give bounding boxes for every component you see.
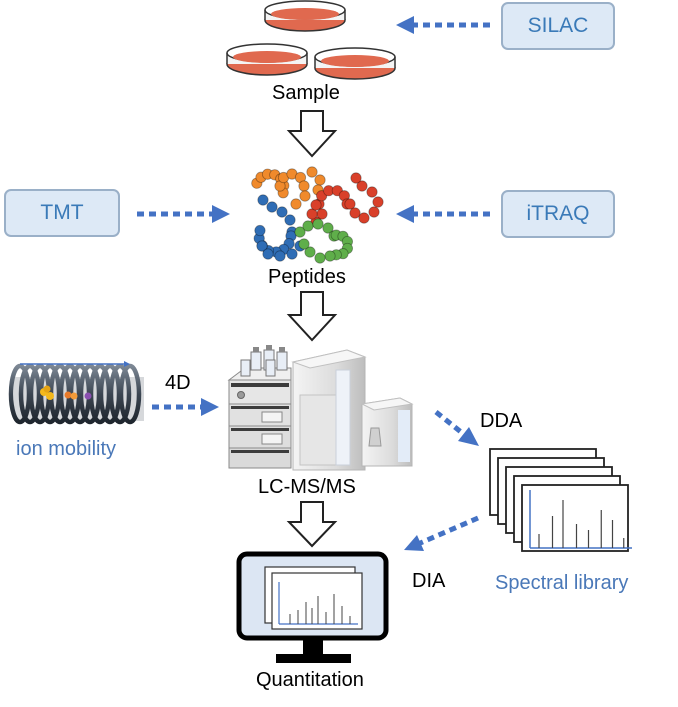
dia-label: DIA — [412, 570, 446, 592]
down-arrow-3 — [286, 501, 338, 548]
peptides-label: Peptides — [268, 266, 346, 288]
dda-label: DDA — [480, 410, 523, 432]
quantitation-label: Quantitation — [256, 669, 364, 691]
silac-label: SILAC — [527, 14, 589, 37]
green-peptide-chain — [294, 218, 353, 264]
spectrum-card — [521, 484, 629, 552]
lcms-label: LC-MS/MS — [258, 476, 356, 498]
red-peptide-chain — [306, 172, 384, 228]
peptide-chains-icon — [251, 166, 384, 264]
coil-ring — [118, 363, 142, 425]
lc-ms-instrument-icon — [227, 345, 414, 471]
petri-dish-right — [314, 47, 396, 80]
down-arrow-1 — [286, 110, 338, 158]
down-arrow-2 — [286, 291, 338, 342]
ion-mobility-coil-icon — [8, 361, 144, 425]
orange-peptide-chain — [251, 166, 326, 210]
itraq-box: iTRAQ — [501, 190, 615, 238]
lc-stack — [227, 345, 292, 469]
petri-dish-icon — [226, 0, 396, 80]
tmt-box: TMT — [4, 189, 120, 237]
tmt-label: TMT — [40, 201, 84, 224]
ion-mobility-label: ion mobility — [16, 438, 117, 460]
four-d-label: 4D — [165, 372, 191, 394]
dotted-arrows — [137, 16, 490, 551]
blue-peptide-chain — [253, 194, 306, 262]
spectral-library-label: Spectral library — [495, 572, 629, 594]
monitor-icon — [236, 551, 389, 663]
petri-dish-top — [264, 0, 346, 32]
sample-label: Sample — [272, 82, 340, 104]
spectral-library-icon — [489, 448, 632, 552]
itraq-label: iTRAQ — [526, 202, 590, 225]
petri-dish-left — [226, 43, 308, 76]
silac-box: SILAC — [501, 2, 615, 50]
coil-ring — [108, 363, 132, 425]
